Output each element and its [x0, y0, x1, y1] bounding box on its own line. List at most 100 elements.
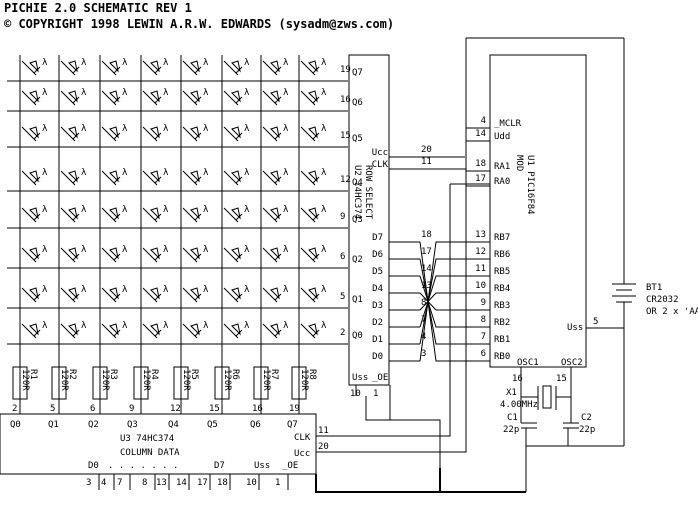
u3-pins: Q02Q15Q26Q39Q412Q515Q616Q719CLKUcc1120D0… [10, 404, 329, 490]
led: λ [60, 88, 87, 106]
led: λ [182, 205, 209, 223]
led-lambda: λ [42, 58, 48, 68]
u2-pin-d6-number: 17 [421, 247, 432, 257]
resistor-value: 120R [181, 369, 191, 391]
led: λ [300, 168, 327, 186]
led-lambda: λ [203, 124, 209, 134]
led: λ [182, 168, 209, 186]
led-lambda: λ [81, 124, 87, 134]
u2-pin-d0-label: D0 [372, 352, 383, 362]
led: λ [21, 168, 48, 186]
u2-pin-q1-number: 5 [340, 292, 345, 302]
led-lambda: λ [244, 124, 250, 134]
u3-function: COLUMN DATA [120, 448, 180, 458]
led-lambda: λ [321, 88, 327, 98]
led: λ [300, 205, 327, 223]
u1-pin-rb1-label: RB1 [494, 335, 510, 345]
capacitor-c1: C1 22p [503, 413, 537, 435]
battery-ref: BT1 [646, 283, 662, 293]
resistor-ref: R1 [28, 369, 38, 380]
u3-bottom-pin-number: 8 [142, 478, 147, 488]
u2-pin-d4-number: 13 [421, 281, 432, 291]
u2-pin-clk-label: CLK [372, 160, 389, 170]
u3-bottom-pin-number: 1 [275, 478, 280, 488]
led-lambda: λ [244, 205, 250, 215]
led-lambda: λ [321, 321, 327, 331]
u3-pin-dots: . . . . . . . [108, 461, 178, 471]
u1-pin-rb2-label: RB2 [494, 318, 510, 328]
u1-pin-rb6-number: 12 [475, 247, 486, 257]
led-lambda: λ [283, 58, 289, 68]
u1-pin-rb4-number: 10 [475, 281, 486, 291]
u2-pin-d3-label: D3 [372, 301, 383, 311]
led-lambda: λ [244, 168, 250, 178]
u3-bottom-pin-number: 7 [117, 478, 122, 488]
led: λ [300, 321, 327, 339]
led-lambda: λ [321, 245, 327, 255]
u2-pin-d0-number: 3 [421, 349, 426, 359]
led: λ [262, 245, 289, 263]
led: λ [21, 285, 48, 303]
resistor-value: 120R [20, 369, 30, 391]
u2-pin-d7-number: 18 [421, 230, 432, 240]
led: λ [60, 321, 87, 339]
led: λ [60, 285, 87, 303]
u1-pin-ra1-label: RA1 [494, 162, 510, 172]
u1-pin-ra0-label: RA0 [494, 177, 510, 187]
u1-package: MOD [514, 155, 524, 171]
u1-pin-vss-number: 5 [593, 317, 598, 327]
led: λ [182, 245, 209, 263]
resistor-ref: R6 [230, 369, 240, 380]
led: λ [182, 58, 209, 76]
u2-pin-d7-label: D7 [372, 233, 383, 243]
resistor-ref: R4 [149, 369, 159, 380]
u1-pin-udd-label: Udd [494, 132, 510, 142]
led-lambda: λ [203, 285, 209, 295]
u1-pin-udd-number: 14 [475, 129, 486, 139]
u2-chip-outline [348, 54, 390, 386]
u2-pin-q5-label: Q5 [352, 134, 363, 144]
resistor-ref: R3 [108, 369, 118, 380]
u2-pin-q5-number: 15 [340, 131, 351, 141]
led-lambda: λ [203, 321, 209, 331]
u1-pin-mclr-label: _MCLR [494, 119, 522, 129]
led: λ [262, 88, 289, 106]
resistor-value: 120R [222, 369, 232, 391]
led: λ [262, 124, 289, 142]
u1-pin-rb7-number: 13 [475, 230, 486, 240]
u1-label-group: U1 PIC16F84 MOD [514, 155, 535, 215]
u3-bottom-pin-number: 4 [101, 478, 106, 488]
led: λ [262, 58, 289, 76]
u1-pin-rb3-number: 9 [481, 298, 486, 308]
u2-name: U2 74HC374 [352, 165, 362, 219]
u1-chip-outline [489, 54, 587, 368]
led-lambda: λ [283, 285, 289, 295]
u1-pin-rb5-label: RB5 [494, 267, 510, 277]
led: λ [101, 245, 128, 263]
led-lambda: λ [42, 285, 48, 295]
led: λ [300, 88, 327, 106]
led-lambda: λ [163, 88, 169, 98]
u2-pin-oe-number: 1 [373, 389, 378, 399]
led-lambda: λ [81, 168, 87, 178]
led: λ [223, 168, 250, 186]
schematic-title: PICHIE 2.0 SCHEMATIC REV 1 [4, 1, 192, 15]
crystal-ref: X1 [506, 388, 517, 398]
u3-pin-q6-number: 16 [252, 404, 263, 414]
u3-bottom-pin-number: 13 [156, 478, 167, 488]
led: λ [300, 285, 327, 303]
led-lambda: λ [321, 58, 327, 68]
led: λ [262, 321, 289, 339]
led: λ [142, 205, 169, 223]
u2-pin-clk-number: 11 [421, 157, 432, 167]
u2-pin-q7-label: Q7 [352, 68, 363, 78]
u2-pin-q3-number: 9 [340, 212, 345, 222]
battery-bt1: BT1 CR2032 OR 2 x 'AA' [612, 38, 698, 446]
u2-pin-d5-number: 14 [421, 264, 432, 274]
led: λ [223, 58, 250, 76]
u2-pin-d4-label: D4 [372, 284, 383, 294]
u3-pin-q2-number: 6 [90, 404, 95, 414]
